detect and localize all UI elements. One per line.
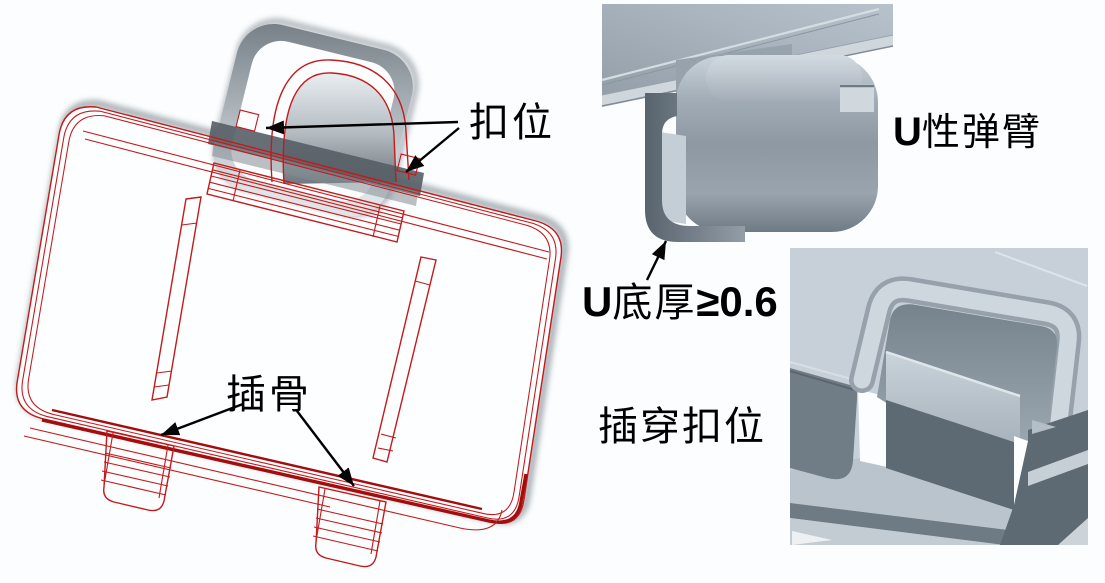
snap-window-dark xyxy=(886,400,1020,512)
bottom-clip-right xyxy=(312,486,387,568)
surface-highlight-line2 xyxy=(789,361,856,381)
band-light-a xyxy=(790,458,1020,532)
left-shoulder-edge xyxy=(789,370,856,391)
bottom-edge-under-line xyxy=(29,427,503,531)
label-u-spring-arm: U性弹臂 xyxy=(893,112,1042,152)
callout-arrows xyxy=(160,120,668,487)
label-u-spring-arm-text: 性弹臂 xyxy=(921,112,1042,154)
arrow-rib-right xyxy=(296,410,355,487)
arm-right-notch xyxy=(840,84,874,112)
left-shoulder-dark xyxy=(790,368,857,480)
label-u-bottom-value: ≥0.6 xyxy=(696,278,778,325)
left-gap-white xyxy=(858,389,887,467)
right-block-bottom-wedge xyxy=(1058,518,1088,545)
tab-prism-wire xyxy=(206,162,405,243)
arrow-u-bottom xyxy=(645,240,668,281)
label-u-spring-arm-prefix: U xyxy=(893,110,922,154)
bottom-edge-under-line2 xyxy=(23,435,331,508)
right-block-light-band xyxy=(1028,450,1088,486)
label-u-bottom-text: 底厚 xyxy=(612,280,697,325)
label-u-bottom-prefix: U xyxy=(582,278,613,325)
snap-bar-highlight xyxy=(885,350,1021,398)
label-insert-through-snap: 插穿扣位 xyxy=(598,404,766,449)
band-white-wedge xyxy=(792,531,832,545)
arrow-rib-left xyxy=(160,402,244,437)
rib-left xyxy=(151,196,202,401)
insert-through-snap-render xyxy=(789,248,1088,545)
rib-right xyxy=(372,256,437,463)
u-inner-wall xyxy=(660,132,686,224)
snap-notch-left xyxy=(235,109,260,132)
bottom-clip-left xyxy=(100,430,175,512)
label-insert-rib: 插骨 xyxy=(226,372,312,417)
panel-outline-mid xyxy=(21,110,557,520)
panel-outline-inner xyxy=(27,114,551,515)
top-tab xyxy=(208,18,424,217)
band-light-c xyxy=(790,518,1004,545)
arrow-snap-left xyxy=(265,120,459,135)
panel-face xyxy=(16,106,562,524)
plate-back-edge-highlight xyxy=(601,7,880,82)
snap-bar xyxy=(886,352,1020,444)
top-edge-line xyxy=(82,130,550,253)
plate-back-edge-line xyxy=(601,13,880,86)
tab-slot-mid-band xyxy=(212,142,418,206)
bottom-edge-thick xyxy=(41,418,528,524)
arrow-snap-right xyxy=(405,127,460,173)
right-block-tri xyxy=(1032,420,1056,434)
surface-highlight-line xyxy=(994,251,1088,287)
panel-wireframe xyxy=(15,18,568,568)
top-edge-line xyxy=(84,138,548,260)
arm-top-face xyxy=(706,55,862,101)
label-snap-position: 扣位 xyxy=(469,100,555,145)
tab-strap-wire xyxy=(270,59,410,185)
band-dark-b xyxy=(790,503,1008,545)
u-spring-arm-render xyxy=(601,4,894,242)
tab-slot-dark-band xyxy=(208,121,424,196)
ridge-light xyxy=(853,280,1077,439)
label-u-bottom-thickness: U底厚≥0.6 xyxy=(582,281,778,323)
u-arm xyxy=(645,93,745,242)
bottom-edge-thick2 xyxy=(51,408,483,511)
